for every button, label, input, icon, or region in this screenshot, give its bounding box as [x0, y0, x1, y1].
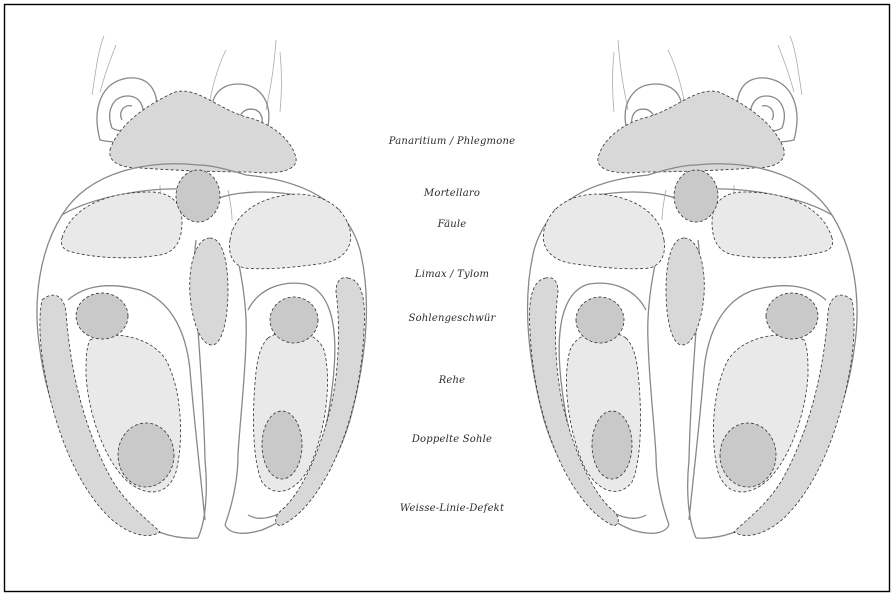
- left-hoof: [37, 36, 366, 538]
- diagram-border: [5, 5, 890, 592]
- right-hoof: [528, 36, 857, 538]
